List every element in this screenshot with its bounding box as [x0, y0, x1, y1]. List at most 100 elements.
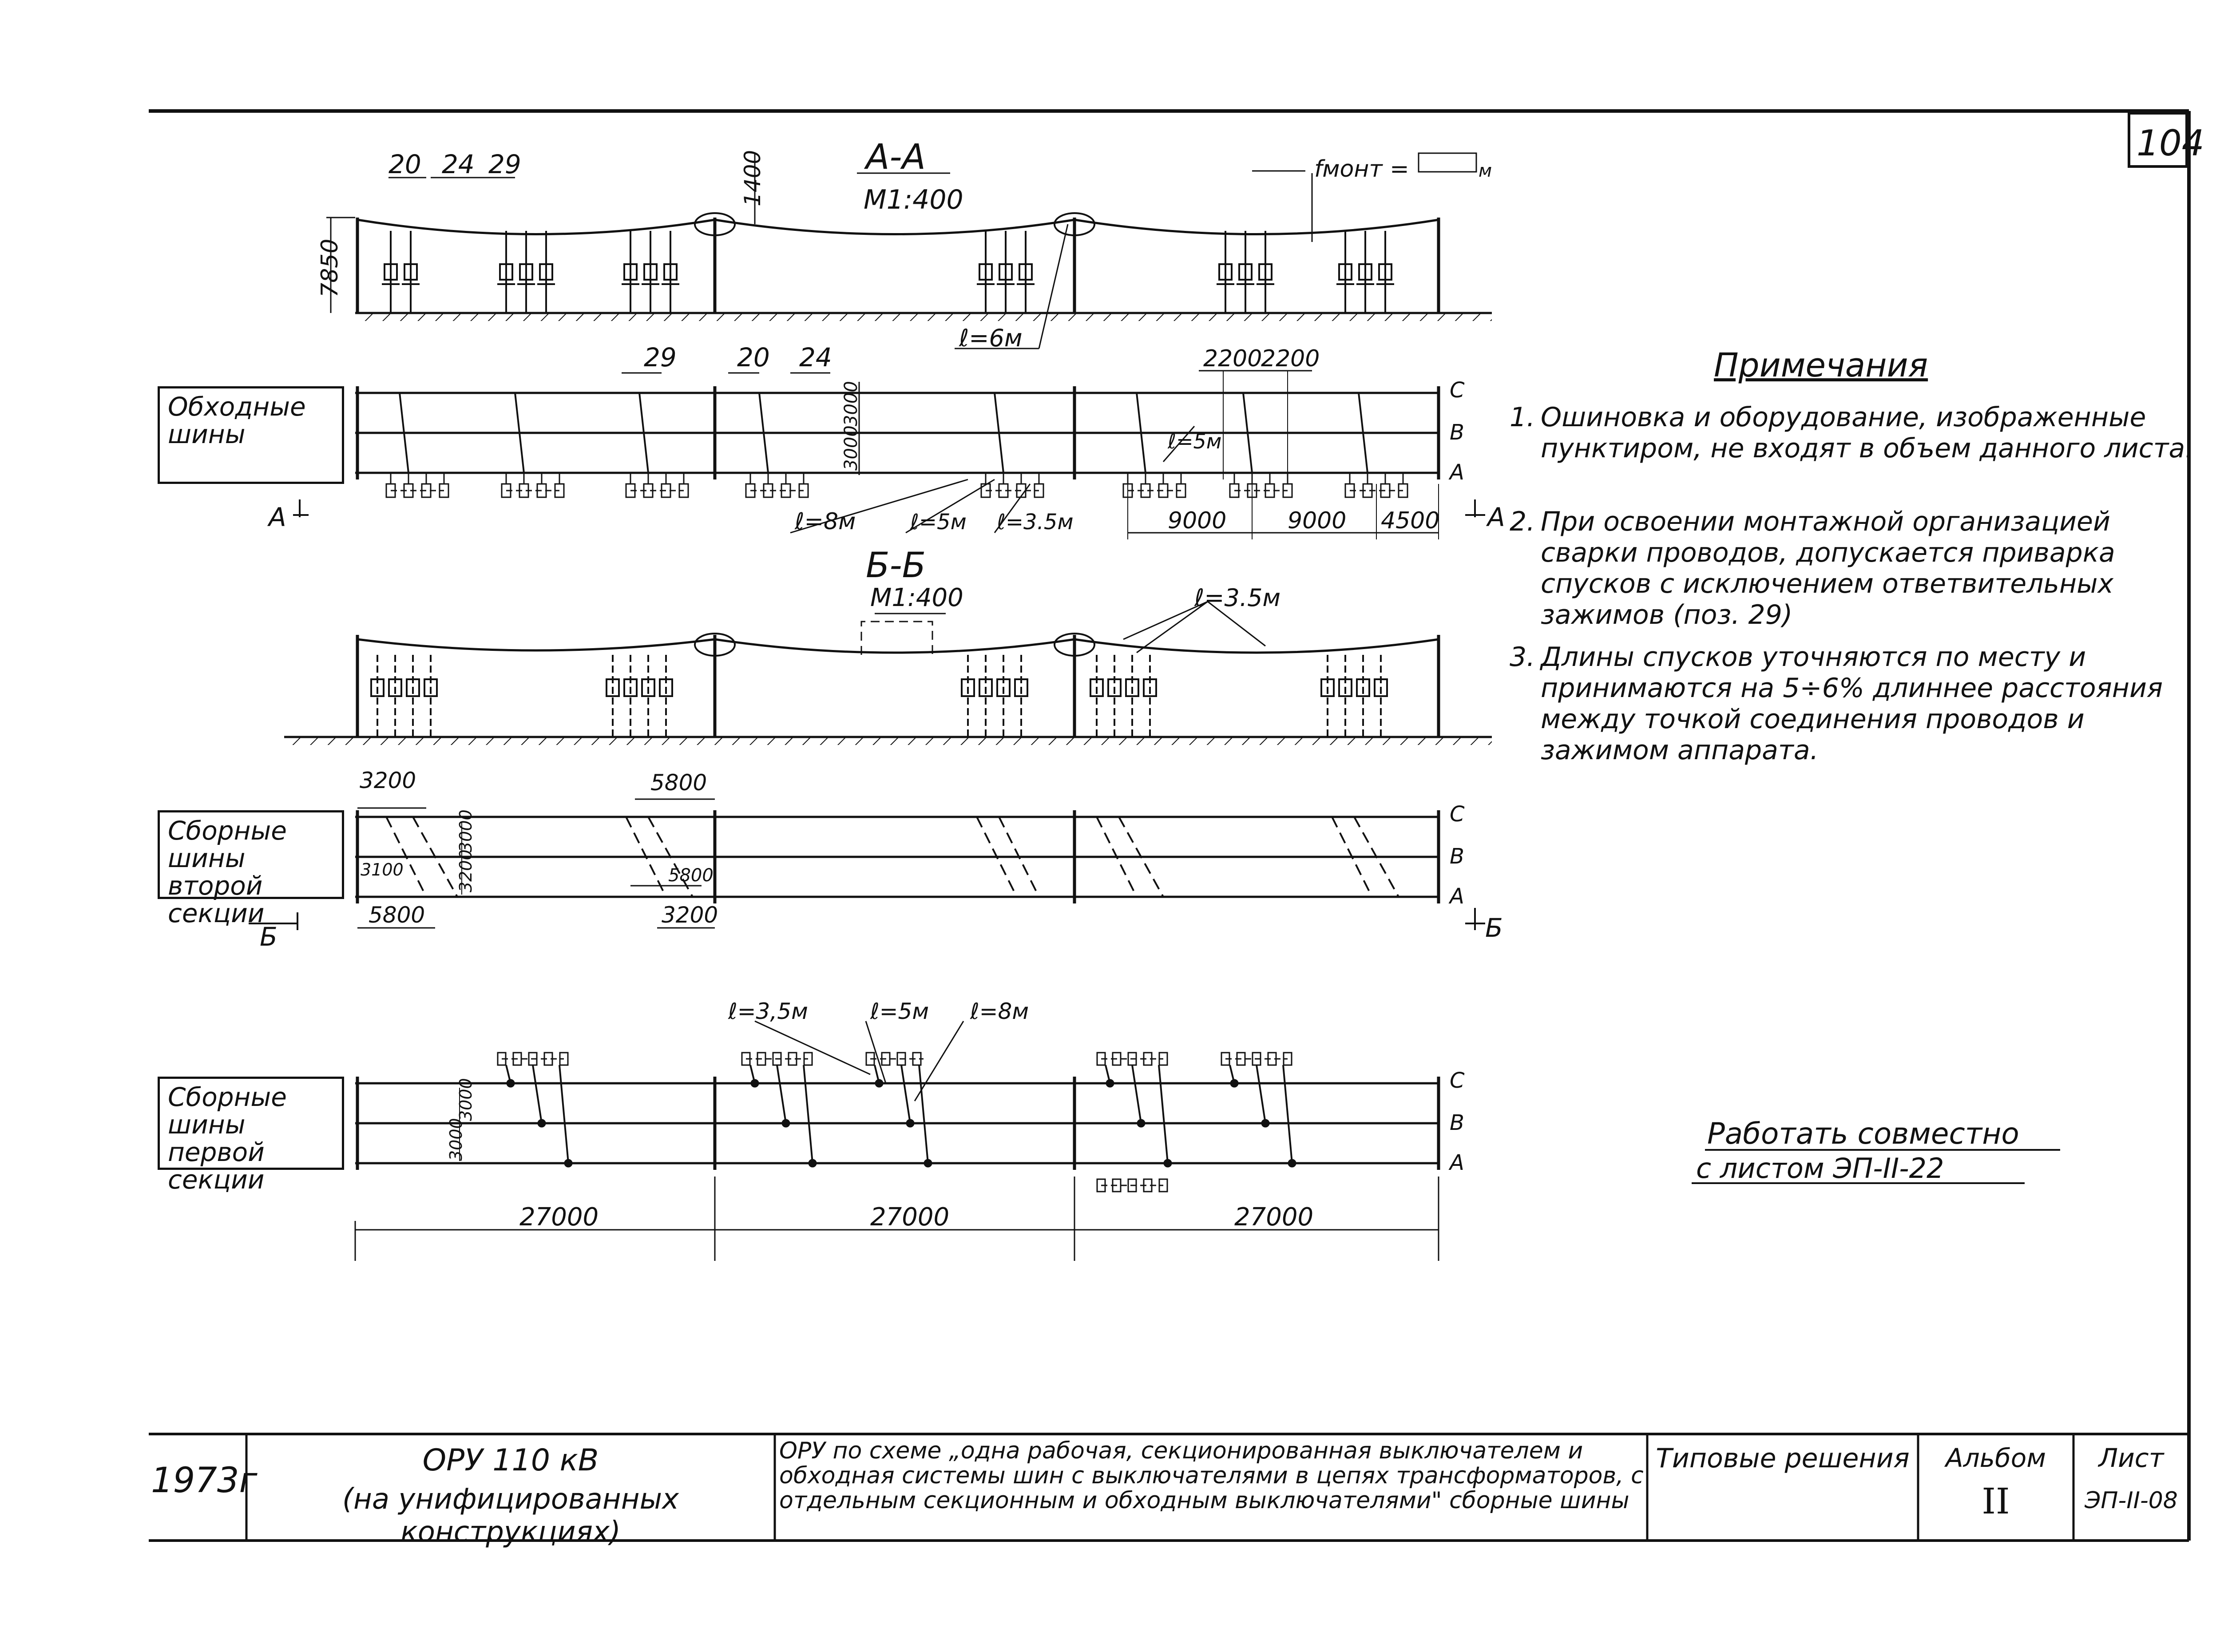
second-dim-5800-mid: 5800	[668, 865, 714, 886]
first-apparatus-group	[865, 1052, 932, 1168]
insulator-stack	[977, 231, 995, 313]
insulator-stack	[1376, 231, 1394, 313]
bb-insulator	[1143, 655, 1157, 737]
second-phase-c: С	[1450, 802, 1465, 827]
section-aa-callout-24: 24	[442, 149, 475, 179]
insulator-stack	[382, 231, 400, 313]
insulator-stack	[402, 231, 420, 313]
bypass-dim-4500: 4500	[1381, 507, 1439, 534]
cross-ref-lines	[1692, 1149, 2060, 1184]
second-mark-right: Б	[1485, 913, 1503, 943]
note-3-num: 3.	[1510, 642, 1535, 673]
bb-insulator	[961, 655, 975, 737]
second-dim-3200-top: 3200	[360, 768, 416, 793]
apparatus-group	[1344, 392, 1408, 498]
first-apparatus-group	[741, 1052, 817, 1168]
insulator-stack	[1336, 231, 1354, 313]
bypass-mark-left: А	[267, 502, 286, 532]
bypass-phase-a: А	[1448, 460, 1464, 485]
insulator-stack	[997, 231, 1015, 313]
tb-year: 1973г	[151, 1461, 258, 1501]
bb-insulator	[659, 655, 673, 737]
section-aa-apparatus	[382, 231, 1394, 313]
insulator-stack	[537, 231, 555, 313]
second-mark-left: Б	[260, 922, 278, 952]
note-3-text: Длины спусков уточняются по месту и прин…	[1541, 642, 2163, 766]
bb-insulator	[1356, 655, 1370, 737]
bb-insulator	[406, 655, 420, 737]
section-bb-apparatus	[370, 655, 1388, 737]
mount-sag-unit: м	[1479, 161, 1492, 181]
section-aa-callout-20: 20	[388, 149, 421, 179]
first-vdim-1: 3000	[456, 1078, 476, 1121]
bypass-callout-24: 24	[799, 342, 832, 372]
bypass-vdim-2: 3000	[841, 425, 861, 471]
insulator-stack	[1356, 231, 1374, 313]
section-aa-dims	[326, 152, 1477, 349]
first-span-2: 27000	[870, 1203, 949, 1232]
tb-sheet-label: Лист	[2098, 1443, 2164, 1473]
bb-insulator	[424, 655, 438, 737]
notes-title: Примечания	[1714, 346, 1928, 384]
bb-insulator	[1125, 655, 1139, 737]
second-dim-5800-top: 5800	[650, 770, 707, 796]
section-aa-sag: 1400	[740, 150, 765, 206]
section-aa-drop-length: ℓ=6м	[959, 324, 1023, 352]
first-apparatus-group	[1096, 1178, 1168, 1192]
first-span-3: 27000	[1234, 1203, 1313, 1232]
tb-album-value: II	[1982, 1481, 2010, 1522]
first-section-apparatus	[497, 1052, 1296, 1192]
bb-insulator	[1107, 655, 1122, 737]
note-1: 1. Ошиновка и оборудование, изображенные…	[1510, 402, 2216, 464]
bb-insulator	[1320, 655, 1335, 737]
first-section-row-label: Сборные шины первой секции	[158, 1077, 344, 1193]
insulator-stack	[642, 231, 659, 313]
apparatus-group	[501, 392, 565, 498]
section-aa-title: А-А	[864, 137, 926, 177]
bypass-phase-b: В	[1450, 420, 1464, 445]
note-2-num: 2.	[1510, 506, 1535, 537]
first-drop-3-5m: ℓ=3,5м	[728, 998, 808, 1024]
apparatus-group	[385, 392, 449, 498]
tb-project-title: ОРУ 110 кВ	[422, 1443, 599, 1478]
first-span-1: 27000	[519, 1203, 599, 1232]
apparatus-group	[1122, 392, 1186, 498]
bypass-vdim-1: 3000	[841, 381, 861, 426]
second-section-row-label: Сборные шины второй секции	[158, 810, 344, 927]
note-1-text: Ошиновка и оборудование, изображенные пу…	[1541, 402, 2194, 464]
bb-insulator	[1014, 655, 1028, 737]
insulator-stack	[517, 231, 535, 313]
bypass-drop-8m: ℓ=8м	[794, 508, 856, 535]
section-bb-drop: ℓ=3.5м	[1194, 584, 1280, 612]
bb-insulator	[606, 655, 620, 737]
tb-category: Типовые решения	[1656, 1443, 1910, 1474]
first-phase-a: А	[1448, 1150, 1464, 1175]
cross-ref-line1: Работать совместно	[1707, 1117, 2019, 1151]
insulator-stack	[1217, 231, 1234, 313]
bypass-plan	[293, 370, 1485, 539]
page-number: 104	[2137, 123, 2204, 164]
first-apparatus-group	[497, 1052, 573, 1168]
tb-project-subtitle: (на унифицированных конструкциях)	[342, 1483, 679, 1549]
bypass-apparatus	[385, 392, 1408, 498]
note-2: 2. При освоении монтажной организацией с…	[1510, 506, 2216, 630]
note-2-text: При освоении монтажной организацией свар…	[1541, 506, 2115, 630]
bypass-dim-top-2: 2200	[1261, 345, 1320, 372]
second-section-plan	[249, 798, 1485, 930]
bypass-dim-9000-b: 9000	[1288, 507, 1346, 534]
second-phase-b: В	[1450, 844, 1464, 869]
bb-insulator	[623, 655, 638, 737]
tb-description: ОРУ по схеме „одна рабочая, секционирова…	[779, 1438, 1644, 1514]
section-aa-height: 7850	[317, 239, 343, 297]
first-apparatus-group	[1096, 1052, 1172, 1168]
bypass-row-label: Обходные шины	[158, 386, 344, 484]
insulator-stack	[497, 231, 515, 313]
bypass-drop-3-5m: ℓ=3.5м	[996, 510, 1074, 535]
second-dim-3100: 3100	[361, 860, 404, 879]
first-drop-8m: ℓ=8м	[970, 998, 1029, 1024]
insulator-stack	[1017, 231, 1035, 313]
bb-insulator	[1374, 655, 1388, 737]
first-phase-b: В	[1450, 1110, 1464, 1135]
bypass-callout-20: 20	[737, 342, 770, 372]
